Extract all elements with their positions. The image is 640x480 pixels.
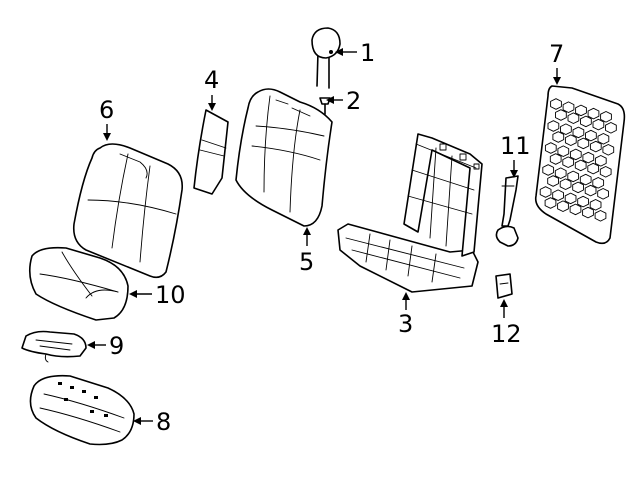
honeycomb-cell bbox=[557, 200, 569, 212]
honeycomb-cell bbox=[577, 195, 589, 208]
part-headrest bbox=[311, 27, 341, 89]
part-heater-mat bbox=[21, 330, 87, 363]
honeycomb-cell bbox=[582, 206, 594, 219]
honeycomb-cell bbox=[587, 162, 600, 175]
honeycomb-cell bbox=[597, 133, 610, 145]
honeycomb-cell bbox=[594, 155, 607, 167]
part-buckle bbox=[495, 273, 513, 299]
honeycomb-cell bbox=[557, 145, 570, 157]
callout-11: 11 bbox=[500, 132, 531, 160]
honeycomb-cell bbox=[580, 115, 592, 128]
callout-labels: 1 2 3 4 5 6 7 8 9 10 11 12 bbox=[99, 39, 564, 436]
honeycomb-cell bbox=[539, 186, 552, 198]
part-seat-pad bbox=[29, 374, 135, 446]
honeycomb-cell bbox=[569, 203, 582, 216]
honeycomb-cell bbox=[554, 167, 567, 179]
honeycomb-cell bbox=[574, 159, 587, 172]
part-pad bbox=[193, 109, 229, 195]
honeycomb-cell bbox=[550, 98, 562, 110]
honeycomb-cell bbox=[555, 109, 567, 121]
honeycomb-cell bbox=[552, 131, 565, 143]
part-seat-belt bbox=[495, 175, 519, 247]
honeycomb-cell bbox=[572, 181, 584, 194]
callout-4: 4 bbox=[204, 66, 219, 94]
honeycomb-pattern bbox=[539, 98, 617, 222]
honeycomb-cell bbox=[572, 126, 585, 139]
part-seatback-cover bbox=[235, 88, 333, 227]
honeycomb-cell bbox=[589, 140, 602, 153]
honeycomb-cell bbox=[549, 153, 562, 165]
callout-5: 5 bbox=[299, 248, 314, 276]
honeycomb-cell bbox=[582, 151, 595, 164]
honeycomb-cell bbox=[579, 173, 592, 186]
callout-10: 10 bbox=[155, 281, 186, 309]
honeycomb-cell bbox=[562, 156, 575, 168]
honeycomb-cell bbox=[592, 177, 605, 189]
callout-7: 7 bbox=[549, 40, 564, 68]
part-seat-cushion bbox=[28, 246, 129, 321]
honeycomb-cell bbox=[564, 192, 577, 205]
honeycomb-cell bbox=[577, 137, 590, 150]
honeycomb-cell bbox=[587, 107, 600, 120]
callout-9: 9 bbox=[109, 332, 124, 360]
honeycomb-cell bbox=[547, 120, 560, 132]
honeycomb-cell bbox=[562, 101, 575, 113]
honeycomb-cell bbox=[564, 134, 577, 146]
part-seatback-cushion bbox=[72, 143, 184, 279]
honeycomb-cell bbox=[597, 188, 609, 200]
honeycomb-cell bbox=[547, 175, 559, 187]
honeycomb-cell bbox=[569, 148, 582, 161]
part-seat-frame bbox=[337, 133, 483, 293]
honeycomb-cell bbox=[599, 166, 612, 178]
honeycomb-cell bbox=[567, 170, 580, 183]
honeycomb-cell bbox=[560, 123, 572, 135]
honeycomb-cell bbox=[559, 178, 572, 190]
honeycomb-cell bbox=[589, 199, 602, 211]
honeycomb-cell bbox=[544, 197, 557, 209]
honeycomb-cell bbox=[600, 111, 612, 123]
pad-holes bbox=[58, 382, 108, 417]
callout-1: 1 bbox=[360, 39, 375, 67]
callout-6: 6 bbox=[99, 96, 114, 124]
honeycomb-cell bbox=[584, 184, 597, 197]
callout-12: 12 bbox=[491, 320, 522, 348]
leaders bbox=[87, 48, 561, 425]
honeycomb-cell bbox=[594, 210, 607, 222]
honeycomb-cell bbox=[552, 189, 564, 201]
callout-3: 3 bbox=[398, 310, 413, 338]
honeycomb-cell bbox=[605, 122, 617, 134]
callout-2: 2 bbox=[346, 87, 361, 115]
part-back-panel bbox=[534, 85, 626, 245]
callout-8: 8 bbox=[156, 408, 171, 436]
honeycomb-cell bbox=[592, 118, 605, 131]
honeycomb-cell bbox=[602, 144, 615, 156]
honeycomb-cell bbox=[544, 142, 557, 154]
honeycomb-cell bbox=[585, 129, 597, 142]
honeycomb-cell bbox=[542, 164, 555, 176]
honeycomb-cell bbox=[575, 104, 587, 117]
honeycomb-cell bbox=[567, 112, 580, 124]
